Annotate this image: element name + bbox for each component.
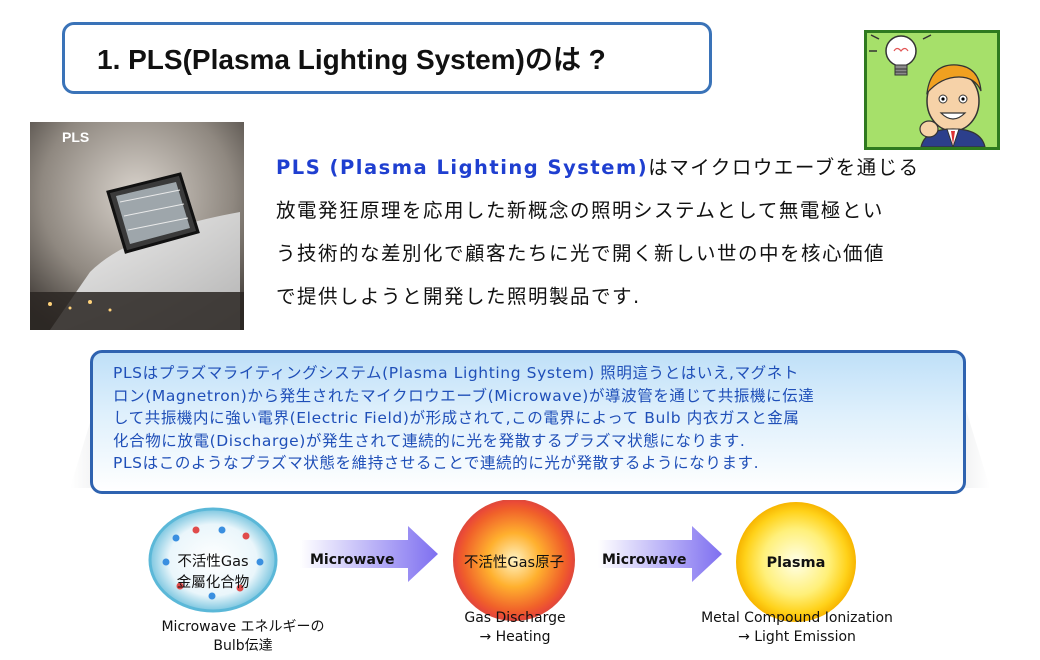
stage3-caption: Metal Compound Ionization → Light Emissi…	[686, 609, 908, 647]
intro-line-3: う技術的な差別化で顧客たちに光で開く新しい世の中を核心価値	[276, 242, 886, 265]
stage2-caption-line-2: → Heating	[479, 629, 551, 645]
arrow2-label: Microwave	[602, 552, 687, 568]
slide-title-text: 1. PLS(Plasma Lighting System)のは ?	[97, 44, 606, 75]
stage1-label: 不活性Gas 金屬化合物	[160, 550, 266, 592]
stage3-label: Plasma	[766, 555, 826, 571]
intro-line-2: 放電発狂原理を応用した新概念の照明システムとして無電極とい	[276, 199, 884, 222]
plasma-circle	[736, 502, 856, 622]
pls-lamp-image: PLS	[30, 122, 244, 330]
stage3-caption-line-2: → Light Emission	[738, 629, 856, 645]
intro-line-1: PLS (Plasma Lighting System)はマイクロウエーブを通じ…	[276, 146, 988, 189]
stage1-label-line-2: 金屬化合物	[176, 575, 250, 591]
product-photo: PLS	[30, 122, 244, 330]
arrow-right-icon	[300, 526, 438, 582]
intro-paragraph: PLS (Plasma Lighting System)はマイクロウエーブを通じ…	[276, 146, 988, 318]
gas-discharge-circle	[453, 500, 575, 621]
photo-logo: PLS	[62, 129, 89, 145]
stage1-caption: Microwave エネルギーの Bulb伝達	[138, 618, 348, 656]
description-box: PLSはプラズマライティングシステム(Plasma Lighting Syste…	[90, 350, 966, 494]
stage2-label: 不活性Gas原子	[463, 555, 565, 571]
process-diagram: 不活性Gas 金屬化合物 Microwave 不活性Gas原子 Microwav…	[0, 500, 1040, 660]
arrow-right-icon-2	[598, 526, 722, 582]
process-diagram-graphics	[148, 500, 856, 622]
description-line-5: PLSはこのようなプラズマ状態を維持させることで連続的に光が発散するようになりま…	[113, 454, 760, 472]
slide-title: 1. PLS(Plasma Lighting System)のは ?	[62, 22, 712, 94]
stage2-caption-line-1: Gas Discharge	[464, 610, 566, 626]
idea-icon	[864, 30, 1000, 150]
description-line-3: して共振機内に強い電界(Electric Field)が形成されて,この電界によ…	[113, 409, 800, 427]
stage1-caption-line-1: Microwave エネルギーの	[161, 619, 325, 635]
arrow1-label: Microwave	[310, 552, 395, 568]
description-line-2: ロン(Magnetron)から発生されたマイクロウエーブ(Microwave)が…	[113, 386, 815, 405]
stage2-caption: Gas Discharge → Heating	[430, 609, 600, 647]
lightbulb-person-icon	[869, 34, 986, 149]
stage1-label-line-1: 不活性Gas	[177, 554, 249, 570]
intro-line-1-rest: はマイクロウエーブを通じる	[648, 156, 920, 179]
intro-line-4: で提供しようと開発した照明製品です.	[276, 285, 641, 308]
description-line-4: 化合物に放電(Discharge)が発生されて連続的に光を発散するプラズマ状態に…	[113, 431, 746, 450]
description-line-1: PLSはプラズマライティングシステム(Plasma Lighting Syste…	[113, 364, 799, 382]
stage3-caption-line-1: Metal Compound Ionization	[701, 610, 893, 626]
intro-lead: PLS (Plasma Lighting System)	[276, 156, 649, 179]
stage1-caption-line-2: Bulb伝達	[213, 638, 273, 654]
